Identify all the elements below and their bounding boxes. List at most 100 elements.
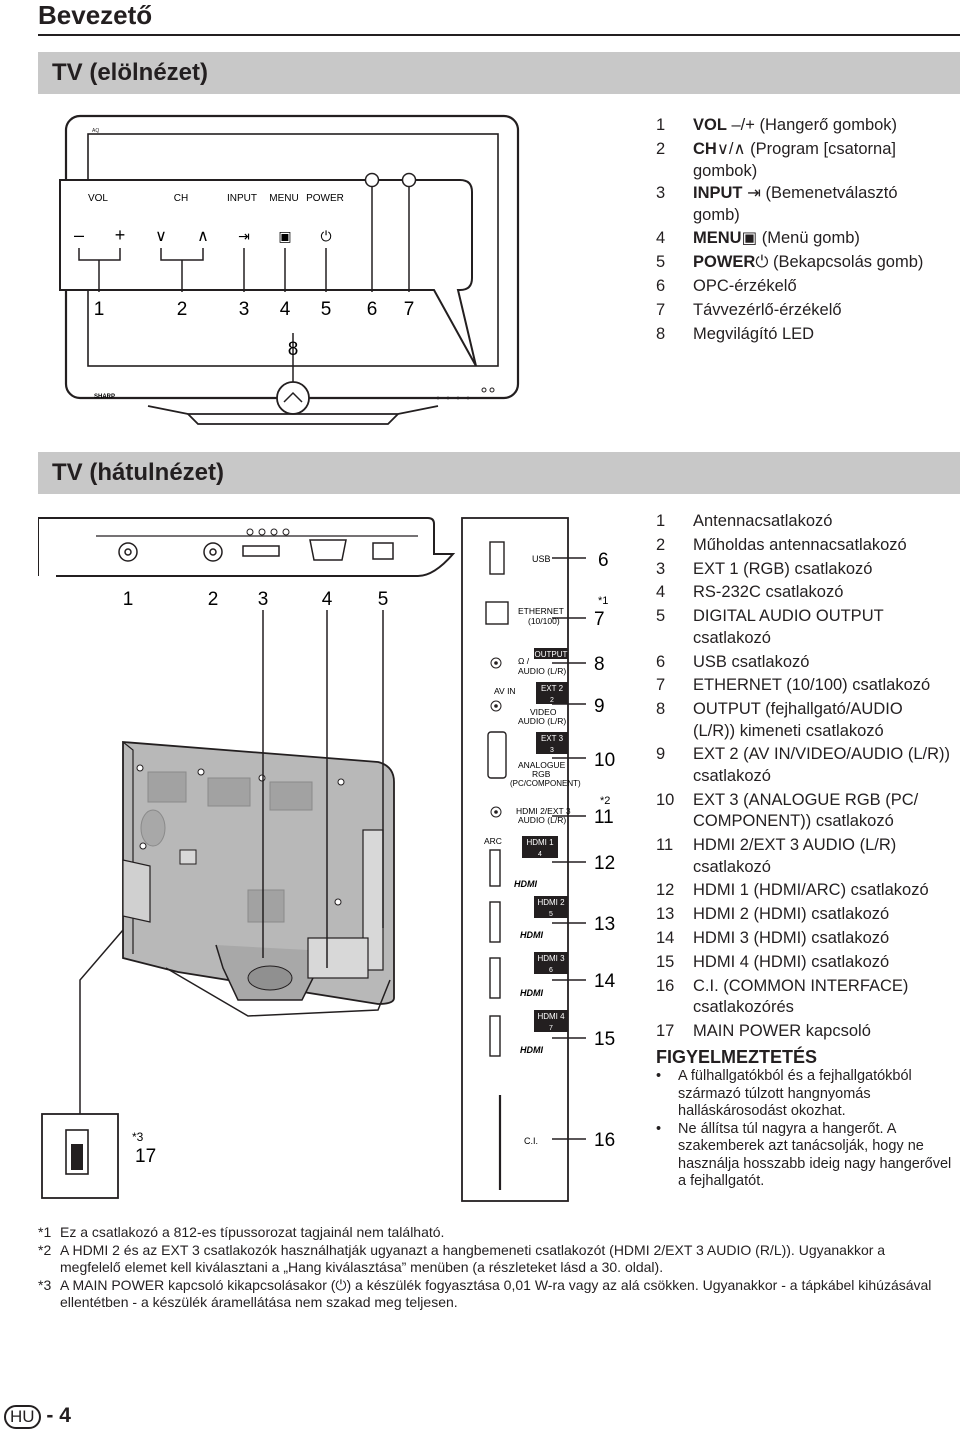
menu-label: MENU [269, 193, 298, 204]
front-callout-8: 8 [288, 339, 299, 360]
hdmi3-badge [534, 952, 568, 974]
rear-callout-13: 13 [594, 914, 615, 935]
vga-port-icon [487, 731, 507, 779]
output-label: OUTPUT [535, 650, 568, 659]
opc-sensor-icon [364, 172, 380, 188]
rear-callout-9: 9 [594, 696, 605, 717]
page-number-sep: - [46, 1404, 54, 1427]
rear-callout-4: 4 [322, 589, 333, 610]
menu-icon: ▣ [278, 228, 291, 244]
warning-item: • A fülhallgatókból és a fejhallgatókból… [656, 1068, 912, 1119]
rear-leader-lines [79, 610, 384, 1114]
hdmi2-ext3-audio-label: AUDIO (L/R) [518, 815, 566, 825]
front-callout-1: 1 [94, 299, 105, 320]
hdmi4-logo: HDMI [520, 1045, 543, 1055]
av-in-label: AV IN [494, 686, 516, 696]
optical-jack-icon [372, 542, 394, 560]
tv-front-diagram: AQ VOL CH INPUT MENU POWER – + ∨ ∧ ⇥ ▣ ⏻… [59, 114, 520, 425]
hdmi4-badge-num: 7 [549, 1025, 553, 1032]
warning-list: • A fülhallgatókból és a fejhallgatókból… [656, 1068, 956, 1191]
ethernet-sub-label: (10/100) [528, 616, 560, 626]
page-number-value: 4 [59, 1404, 71, 1427]
rear-callout-15: 15 [594, 1029, 615, 1050]
output-audio-label: AUDIO (L/R) [518, 666, 566, 676]
headphone-label: Ω / [518, 656, 530, 666]
main-power-area [122, 859, 151, 923]
front-section-title: TV (elölnézet) [52, 59, 209, 86]
rear-callout-10: 10 [594, 750, 615, 771]
arc-label: ARC [484, 836, 502, 846]
vol-plus-icon: + [115, 225, 126, 245]
input-icon: ⇥ [238, 228, 250, 244]
model-label: AQ [92, 128, 99, 134]
hdmi2-label: HDMI 2 [537, 898, 565, 907]
usb-label: USB [532, 554, 551, 564]
back-vents [147, 771, 313, 923]
front-callout-4: 4 [280, 299, 291, 320]
side-jack-panel [461, 517, 569, 1202]
hdmi3-port-icon [489, 957, 501, 999]
power-label: POWER [306, 193, 344, 204]
vol-label: VOL [88, 193, 108, 204]
warning-title: FIGYELMEZTETÉS [656, 1047, 818, 1067]
brand-logo: SHARP [94, 394, 115, 400]
hdmi2-ext3-label: HDMI 2/EXT 3 [516, 806, 571, 816]
input-label: INPUT [227, 193, 257, 204]
ext2-badge [536, 682, 568, 704]
ext2-badge-num: 2 [550, 697, 554, 704]
front-section-header: TV (elölnézet) [38, 52, 960, 94]
hdmi2-badge [534, 896, 568, 918]
asterisk-2: *2 [600, 795, 610, 807]
antenna-jack-icon [118, 542, 138, 562]
hdmi1-logo: HDMI [514, 879, 537, 889]
hdmi1-port-icon [489, 849, 501, 887]
hdmi4-port-icon [489, 1015, 501, 1057]
hdmi1-badge-num: 4 [538, 851, 542, 858]
hdmi4-label: HDMI 4 [537, 1012, 565, 1021]
ethernet-label: ETHERNET [518, 606, 564, 616]
asterisk-3: *3 [132, 1130, 144, 1144]
tv-rear-diagram: 1 2 3 4 5 *3 17 USB ETHERN [38, 517, 616, 1202]
pc-component-label: (PC/COMPONENT) [510, 779, 581, 788]
rear-section-header: TV (hátulnézet) [38, 452, 960, 494]
front-callout-7: 7 [404, 299, 415, 320]
hdmi3-logo: HDMI [520, 988, 543, 998]
rgb-label: RGB [532, 769, 551, 779]
front-callout-6: 6 [367, 299, 378, 320]
power-icon: ⏻ [320, 228, 331, 244]
ch-label: CH [174, 193, 188, 204]
rear-callout-12: 12 [594, 853, 615, 874]
top-connector-strip [38, 517, 456, 577]
front-indicator-row [436, 387, 495, 400]
usb-port-icon [489, 541, 505, 575]
hdmi4-badge [534, 1010, 568, 1032]
rs232c-jack-icon [309, 539, 347, 561]
title-divider [38, 34, 960, 36]
hdmi3-badge-num: 6 [549, 967, 553, 974]
rear-callout-1: 1 [123, 589, 134, 610]
hdmi1-label: HDMI 1 [526, 838, 554, 847]
ethernet-port-icon [485, 601, 509, 625]
analogue-label: ANALOGUE [518, 760, 566, 770]
rear-callout-16: 16 [594, 1130, 615, 1151]
hdmi3-label: HDMI 3 [537, 954, 565, 963]
rear-callout-6: 6 [598, 550, 609, 571]
front-leader-lines [78, 187, 410, 386]
led-indicator-icon [276, 381, 310, 415]
warning-item: • Ne állítsa túl nagyra a hangerőt. A sz… [656, 1120, 952, 1190]
ch-down-icon: ∨ [155, 228, 167, 245]
rear-callout-5: 5 [378, 589, 389, 610]
ext2-audio-label: AUDIO (L/R) [518, 716, 566, 726]
satellite-jack-icon [203, 542, 223, 562]
page-title: Bevezető [38, 0, 153, 30]
ext3-label: EXT 3 [541, 734, 564, 743]
front-callout-2: 2 [177, 299, 188, 320]
rear-callout-2: 2 [208, 589, 219, 610]
front-callout-3: 3 [239, 299, 250, 320]
rear-callout-17: 17 [135, 1146, 156, 1167]
hdmi1-badge [522, 836, 558, 858]
rear-callout-8: 8 [594, 654, 605, 675]
